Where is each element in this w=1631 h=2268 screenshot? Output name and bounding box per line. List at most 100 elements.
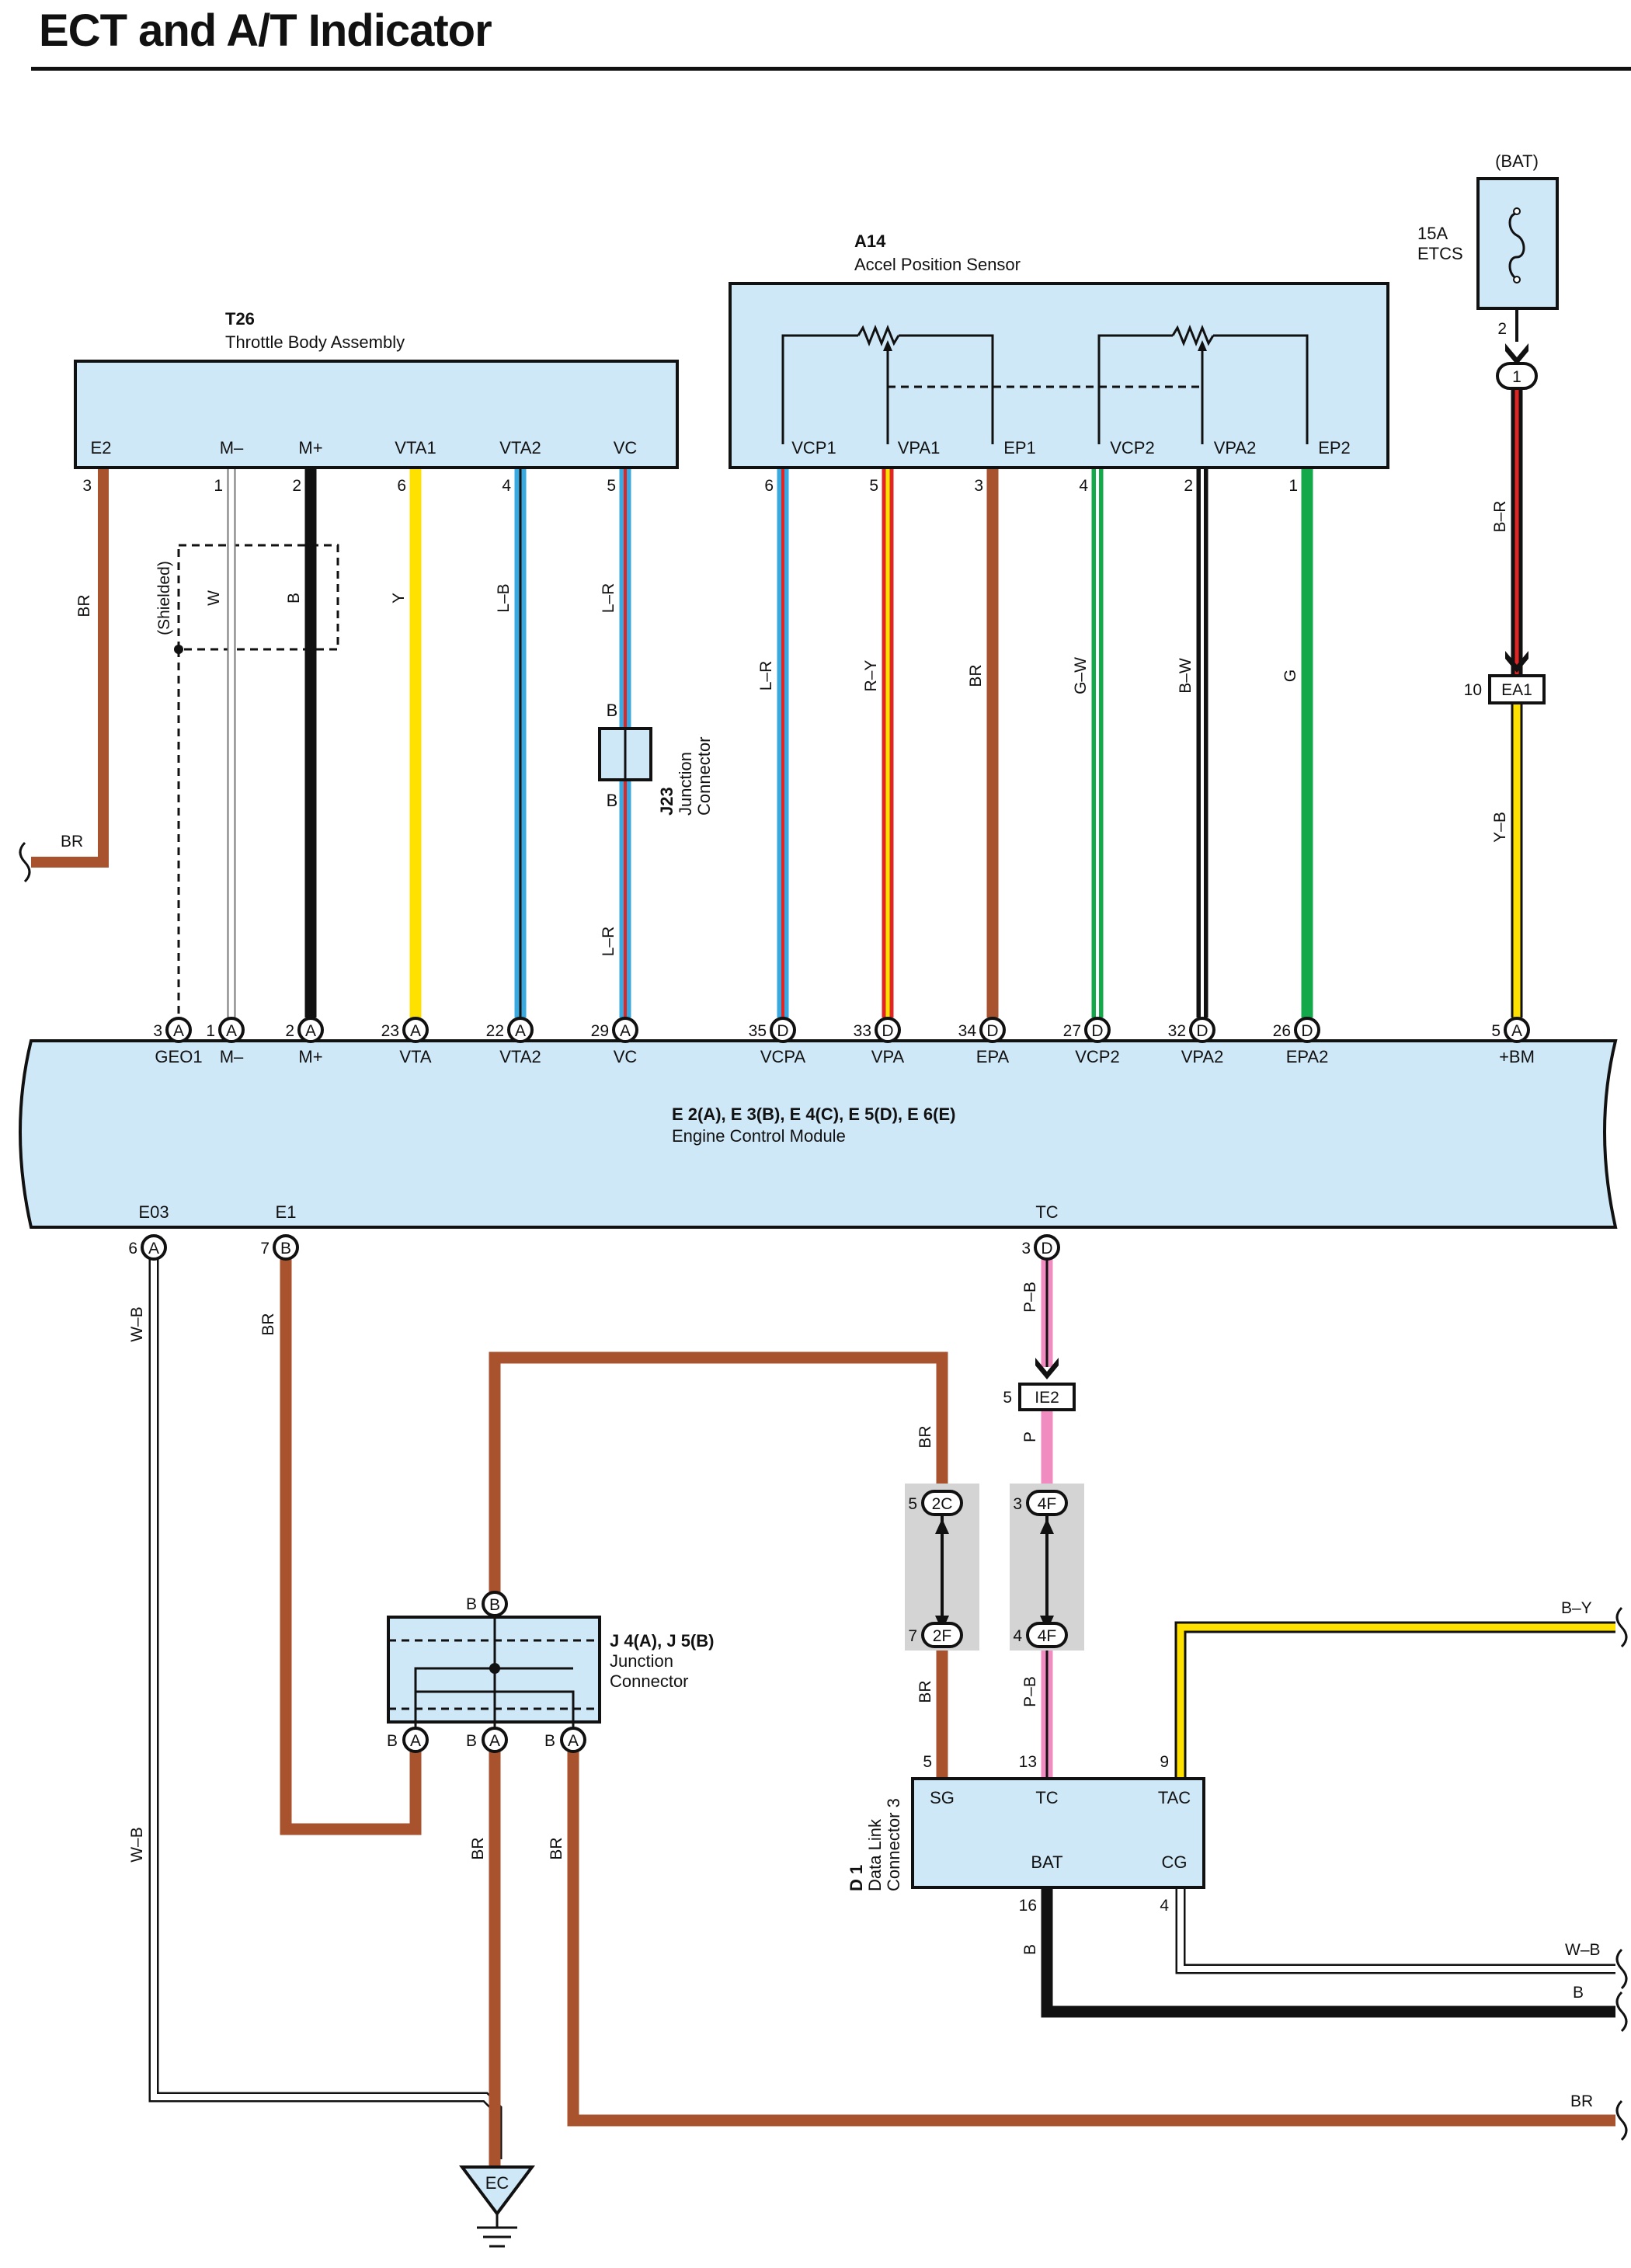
wire-label-mplus: B [285, 593, 303, 604]
ecm-top-pin-6-num: 35 [749, 1022, 767, 1040]
inline-connector-0-bot-num: 7 [908, 1627, 917, 1645]
ie2-connector: IE2 5 [1003, 1358, 1076, 1411]
wire-label-sg-top: BR [916, 1425, 934, 1448]
shield-dot [174, 645, 183, 654]
j4-name2: Connector [610, 1671, 689, 1691]
wire-label-tc-top: P–B [1021, 1282, 1039, 1313]
svg-text:4: 4 [1160, 1897, 1169, 1915]
ecm-top-pin-0-num: 3 [153, 1022, 162, 1040]
wire-label-vcp2: G–W [1072, 657, 1090, 694]
ecm-top-pin-8-conn: D [986, 1022, 998, 1040]
ecm-top-pin-0-conn: A [173, 1022, 184, 1040]
ecm-bottom-pin-2: D3 [1021, 1234, 1060, 1261]
inline-connector-1-top-num: 3 [1013, 1495, 1022, 1513]
d1-pin-bat: BAT [1031, 1852, 1062, 1872]
ecm-top-pin-9-num: 27 [1063, 1022, 1081, 1040]
t26-id: T26 [225, 309, 255, 329]
t26-pin-mplus: M+ [298, 438, 322, 457]
svg-text:IE2: IE2 [1035, 1389, 1059, 1407]
svg-text:9: 9 [1160, 1753, 1169, 1771]
svg-text:B: B [466, 1595, 477, 1613]
wire-label-tc-bottom: P–B [1021, 1676, 1039, 1707]
wire-label-sg-bottom: BR [916, 1680, 934, 1703]
wire-label-e2-top: BR [75, 594, 93, 617]
ecm-top-pin-12-conn: A [1511, 1022, 1522, 1040]
fuse-source: (BAT) [1495, 151, 1539, 171]
wire-ends [19, 841, 1628, 2141]
ecm-top-pin-7-conn: D [882, 1022, 893, 1040]
ecm-top-pin-12-num: 5 [1491, 1022, 1501, 1040]
wire-label-j-right: BR [548, 1837, 565, 1859]
inline-connector-1-top: 4F [1038, 1495, 1057, 1513]
wire-label-vc-top: L–R [600, 583, 617, 614]
a14-num-vcp2: 4 [1079, 477, 1088, 495]
wire-label-mminus: W [205, 590, 223, 606]
j4-bottom-pin-1: B A [387, 1727, 429, 1753]
inline-connector-1-bot: 4F [1038, 1627, 1057, 1645]
inline-connectors: 2C 5 2F 7 4F 3 4F 4 [905, 1484, 1084, 1651]
wire-label-vpa1: R–Y [862, 660, 880, 692]
a14-pin-vcp2: VCP2 [1110, 438, 1154, 457]
inline-connector-0-top-num: 5 [908, 1495, 917, 1513]
wire-tac [1174, 1621, 1615, 1779]
fuse-conn [1496, 362, 1538, 390]
wire-e2 [31, 468, 109, 868]
wire-label-e1: BR [259, 1313, 277, 1335]
ecm-bottom-pin-2-conn: D [1041, 1240, 1052, 1257]
svg-text:B: B [489, 1596, 500, 1614]
wire-label-tc-mid: P [1021, 1431, 1039, 1442]
svg-text:B: B [544, 1732, 555, 1750]
t26-num-vta2: 4 [502, 477, 511, 495]
inline-connector-0-top: 2C [932, 1495, 953, 1513]
ecm-top-pin-3-num: 23 [381, 1022, 399, 1040]
t26-num-mplus: 2 [292, 477, 301, 495]
ground-ec: EC [459, 2165, 535, 2248]
wire-label-wb: W–B [1565, 1941, 1601, 1959]
fuse-pin: 2 [1497, 320, 1507, 338]
ecm-top-pin-10-num: 32 [1168, 1022, 1186, 1040]
a14-internal-circuit [781, 324, 1309, 444]
svg-text:Junction: Junction [676, 752, 695, 816]
inline-connector-0-bot: 2F [933, 1627, 952, 1645]
d1-pin-tc: TC [1035, 1788, 1058, 1807]
j23-junction-connector: B B J23 Junction Connector [598, 701, 714, 816]
a14-name: Accel Position Sensor [854, 255, 1021, 274]
wire-label-e2-bottom: BR [61, 833, 83, 850]
t26-pin-e2: E2 [91, 438, 112, 457]
wire-label-j-mid: BR [469, 1837, 487, 1859]
inline-connector-1-bot-num: 4 [1013, 1627, 1022, 1645]
fuse-etcs: (BAT) 15A ETCS 2 1 [1417, 151, 1559, 390]
ecm-top-pin-0-label: GEO1 [155, 1047, 202, 1066]
j4-bottom-pin-3: B A [544, 1727, 586, 1753]
ecm-bottom-pin-2-num: 3 [1021, 1240, 1031, 1257]
ecm-bottom-pin-0-label: E03 [138, 1202, 169, 1222]
ecm-top-pin-2-label: M+ [298, 1047, 322, 1066]
svg-text:5: 5 [923, 1753, 932, 1771]
ecm-bottom-pin-1-label: E1 [276, 1202, 297, 1222]
ecm-top-pin-10-label: VPA2 [1181, 1047, 1224, 1066]
svg-text:B: B [607, 701, 618, 720]
wire-label-ep1: BR [967, 664, 985, 687]
ecm-top-pin-8-num: 34 [958, 1022, 977, 1040]
wiper-arrow-2 [1198, 340, 1207, 351]
a14-pin-vpa2: VPA2 [1214, 438, 1257, 457]
shield-box [177, 544, 339, 651]
ecm-top-pin-4-label: VTA2 [499, 1047, 541, 1066]
ecm-top-pin-11-num: 26 [1273, 1022, 1291, 1040]
svg-text:D 1: D 1 [847, 1865, 866, 1891]
svg-text:Connector: Connector [694, 736, 714, 816]
svg-text:16: 16 [1019, 1897, 1037, 1915]
j4-title: J 4(A), J 5(B) [610, 1631, 714, 1651]
ecm-top-pin-5-num: 29 [591, 1022, 609, 1040]
svg-text:13: 13 [1019, 1753, 1037, 1771]
a14-pin-vpa1: VPA1 [898, 438, 941, 457]
wire-cg [1175, 1887, 1615, 1974]
ecm-top-pin-10-conn: D [1196, 1022, 1208, 1040]
